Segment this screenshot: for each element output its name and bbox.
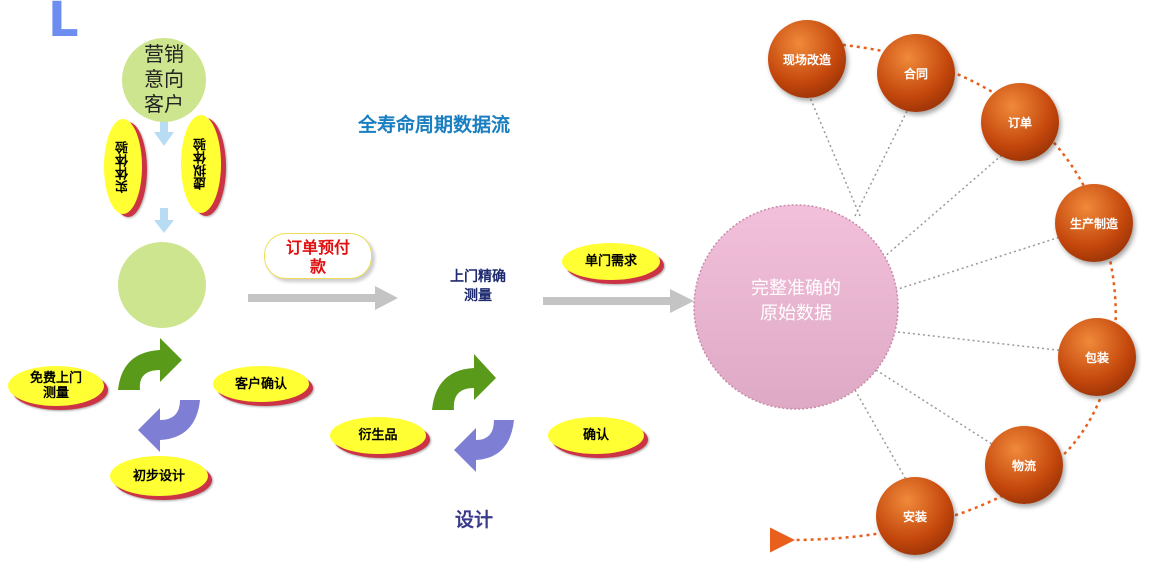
green-process-circle xyxy=(118,242,206,328)
intent-customer-circle xyxy=(122,38,206,122)
orb-installation: 安装 xyxy=(876,477,954,555)
confirm-tag: 确认 xyxy=(548,417,644,454)
down-arrow-2 xyxy=(154,208,174,233)
physical-experience-tag: 实体体验 xyxy=(104,119,142,214)
orb-manufacturing: 生产制造 xyxy=(1055,184,1133,262)
intent-customer-label: 营销 意向 客户 xyxy=(144,42,184,116)
orb-packaging: 包装 xyxy=(1058,318,1136,396)
raw-data-label: 完整准确的 原始数据 xyxy=(751,278,841,324)
corner-mark: L xyxy=(48,0,79,48)
down-arrow-1 xyxy=(154,118,174,146)
derivatives-tag: 衍生品 xyxy=(330,417,426,454)
cycle-arrow-green-mid xyxy=(432,354,496,410)
preliminary-design-tag: 初步设计 xyxy=(110,456,208,496)
cycle-arrow-green-left xyxy=(118,338,182,390)
orb-site-renovation: 现场改造 xyxy=(768,20,846,98)
customer-confirm-tag: 客户确认 xyxy=(213,366,309,402)
design-label: 设计 xyxy=(454,509,493,531)
raw-data-circle xyxy=(693,204,899,410)
orb-connectors xyxy=(805,87,1093,491)
free-measure-tag: 免费上门测量 xyxy=(8,366,104,406)
orb-order: 订单 xyxy=(981,83,1059,161)
single-demand-tag: 单门需求 xyxy=(562,243,660,280)
diagram-title: 全寿命周期数据流 xyxy=(358,114,511,136)
virtual-experience-tag: 虚拟体验 xyxy=(181,115,221,213)
orb-logistics: 物流 xyxy=(985,426,1063,504)
precise-measure-label: 上门精确 测量 xyxy=(450,269,506,304)
order-deposit-tag: 订单预付 款 xyxy=(264,233,372,279)
orb-contract: 合同 xyxy=(877,34,955,112)
cycle-arrow-blue-mid xyxy=(454,420,514,472)
cycle-arrow-blue-left xyxy=(138,400,200,452)
flow-arrow-right xyxy=(543,289,694,313)
flow-arrow-left xyxy=(248,286,398,310)
